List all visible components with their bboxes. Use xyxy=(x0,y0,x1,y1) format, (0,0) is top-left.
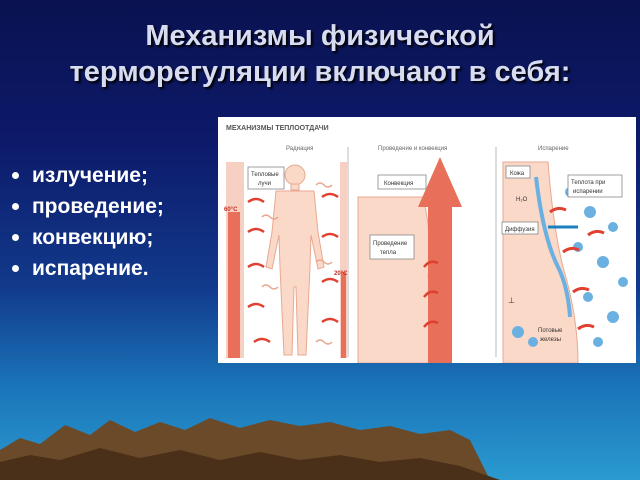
mountain-range-front xyxy=(0,448,500,480)
label-box-skin xyxy=(505,165,531,179)
label-box-convection xyxy=(377,174,427,190)
conduction-arrows xyxy=(423,260,439,328)
heat-transfer-diagram: МЕХАНИЗМЫ ТЕПЛООТДАЧИ Радиация 60°C 20°C xyxy=(224,125,628,363)
slide-title: Механизмы физической терморегуляции вклю… xyxy=(0,18,640,90)
panel-radiation-title: Радиация xyxy=(286,146,313,152)
bullet-text: проведение; xyxy=(32,195,164,218)
label-h2o: Н₂О xyxy=(516,197,528,203)
panel-evaporation-title: Испарение xyxy=(538,146,569,152)
label-conduction-line-1: Проведение xyxy=(373,241,408,247)
bullet-text: испарение. xyxy=(32,257,149,280)
bullet-item: излучение; xyxy=(10,160,164,191)
temp-low-label: 20°C xyxy=(334,271,348,277)
bullet-dot-icon xyxy=(12,265,19,272)
mountains-decoration xyxy=(0,418,500,480)
label-box-conduction xyxy=(369,234,415,260)
label-box-diffusion xyxy=(501,221,539,235)
human-body xyxy=(265,164,325,356)
slide-title-line-2: терморегуляции включают в себя: xyxy=(69,56,571,88)
body-contour xyxy=(357,196,438,363)
bullet-text: излучение; xyxy=(32,164,148,187)
label-sweat-line-2: железы xyxy=(540,337,561,343)
sweat-duct xyxy=(534,176,572,318)
bullet-list: излучение; проведение; конвекцию; испаре… xyxy=(10,160,164,284)
heat-transfer-figure: МЕХАНИЗМЫ ТЕПЛООТДАЧИ Радиация 60°C 20°C xyxy=(218,117,636,363)
sweat-gland-symbol: ⊥ xyxy=(508,296,515,305)
bullet-item: испарение. xyxy=(10,253,164,284)
thermometer-left-fill xyxy=(228,212,240,358)
radiation-waves xyxy=(261,182,333,345)
bullet-dot-icon xyxy=(12,172,19,179)
bullet-text: конвекцию; xyxy=(32,226,154,249)
label-box-evap-heat xyxy=(567,174,623,198)
thermometer-right-fill xyxy=(341,272,346,358)
radiation-arrows xyxy=(247,192,339,344)
label-convection: Конвекция xyxy=(384,181,413,187)
temp-high-label: 60°C xyxy=(224,207,238,213)
label-heat-rays-line-1: Тепловые xyxy=(251,172,279,178)
panel-conduction-title: Проведение и конвекция xyxy=(378,146,447,152)
label-heat-rays-line-2: лучи xyxy=(258,181,271,187)
label-conduction-line-2: тепла xyxy=(380,250,397,256)
evaporation-arrows xyxy=(549,206,605,331)
bullet-item: проведение; xyxy=(10,191,164,222)
skin-layer xyxy=(502,161,579,363)
label-sweat-line-1: Потовые xyxy=(538,328,563,334)
wall-right xyxy=(340,162,347,358)
convection-arrow xyxy=(418,157,462,363)
label-evap-heat-line-2: испарении xyxy=(573,189,603,195)
bullet-item: конвекцию; xyxy=(10,222,164,253)
bullet-dot-icon xyxy=(12,203,19,210)
label-diffusion: Диффузия xyxy=(505,227,535,233)
label-box-heat-rays xyxy=(247,166,285,190)
slide-title-line-1: Механизмы физической xyxy=(145,20,495,52)
label-skin: Кожа xyxy=(510,171,525,177)
bullet-dot-icon xyxy=(12,234,19,241)
figure-heading: МЕХАНИЗМЫ ТЕПЛООТДАЧИ xyxy=(226,125,329,132)
label-evap-heat-line-1: Теплота при xyxy=(571,180,605,186)
